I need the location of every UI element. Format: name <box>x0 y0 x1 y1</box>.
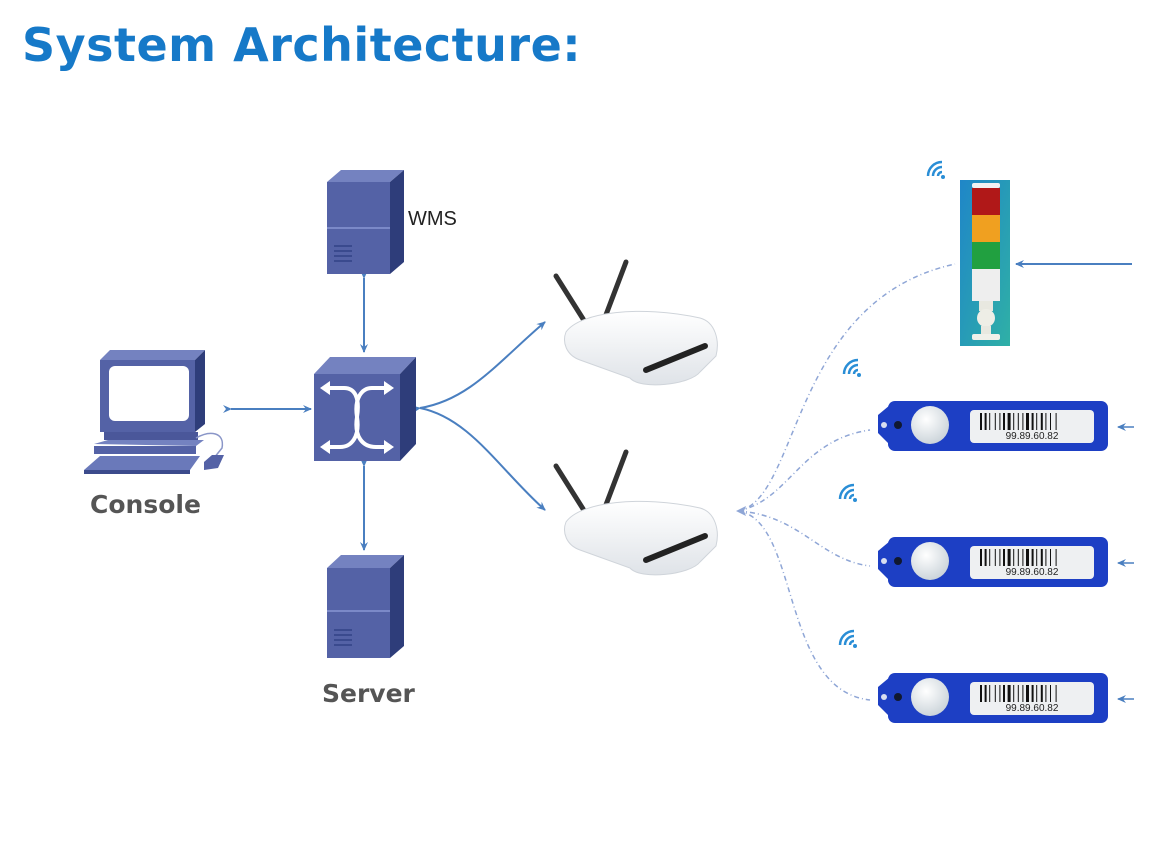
barcode-icon <box>980 685 1057 702</box>
tag-sensor <box>894 693 902 701</box>
server-label: Server <box>322 679 415 708</box>
wifi-icon <box>838 483 857 502</box>
signal-tower-light-icon[interactable] <box>960 180 1010 346</box>
tags-layer: 99.89.60.82 99.89.60.82 99.89.60.82 <box>878 401 1134 723</box>
tag-barcode-text: 99.89.60.82 <box>1006 567 1059 578</box>
wifi-icon <box>926 160 945 179</box>
tag-sensor <box>894 557 902 565</box>
wireless-link-tag-3 <box>737 510 871 701</box>
barcode-icon <box>980 413 1057 430</box>
network-switch-icon[interactable] <box>314 357 416 461</box>
barcode-icon <box>980 549 1057 566</box>
wired-links <box>223 270 546 551</box>
tag-led-dome <box>911 542 949 580</box>
tower-segment-white <box>972 269 1000 301</box>
tag-led-dome <box>911 406 949 444</box>
electronic-tag-2[interactable]: 99.89.60.82 <box>878 537 1108 587</box>
electronic-tag-1[interactable]: 99.89.60.82 <box>878 401 1108 451</box>
server-icon[interactable] <box>327 555 404 658</box>
electronic-tag-3[interactable]: 99.89.60.82 <box>878 673 1108 723</box>
wireless-hub-arrow-icon <box>736 506 746 516</box>
access-point-1-icon[interactable] <box>553 259 718 386</box>
tag-sensor <box>894 421 902 429</box>
wms-label: WMS <box>408 208 457 230</box>
tower-segment-amber <box>972 215 1000 242</box>
tower-segment-red <box>972 188 1000 215</box>
access-point-2-icon[interactable] <box>553 449 718 576</box>
wireless-link-tower <box>737 263 956 512</box>
tag-barcode-text: 99.89.60.82 <box>1006 703 1059 714</box>
link-switch-ap1 <box>411 321 546 414</box>
wireless-link-tag-1 <box>737 429 871 512</box>
wifi-icon <box>842 358 861 377</box>
tag-led-dome <box>911 678 949 716</box>
wms-server-icon[interactable] <box>327 170 404 274</box>
tag-hole <box>881 558 887 564</box>
wifi-icon <box>838 629 857 648</box>
wireless-links <box>737 263 956 701</box>
wireless-link-tag-2 <box>737 510 871 567</box>
page-title: System Architecture: <box>22 18 582 72</box>
link-switch-ap2 <box>419 407 546 511</box>
tag-barcode-text: 99.89.60.82 <box>1006 431 1059 442</box>
tag-hole <box>881 422 887 428</box>
tower-segment-green <box>972 242 1000 269</box>
console-computer-icon[interactable] <box>84 350 224 474</box>
tag-hole <box>881 694 887 700</box>
console-label: Console <box>90 490 201 519</box>
